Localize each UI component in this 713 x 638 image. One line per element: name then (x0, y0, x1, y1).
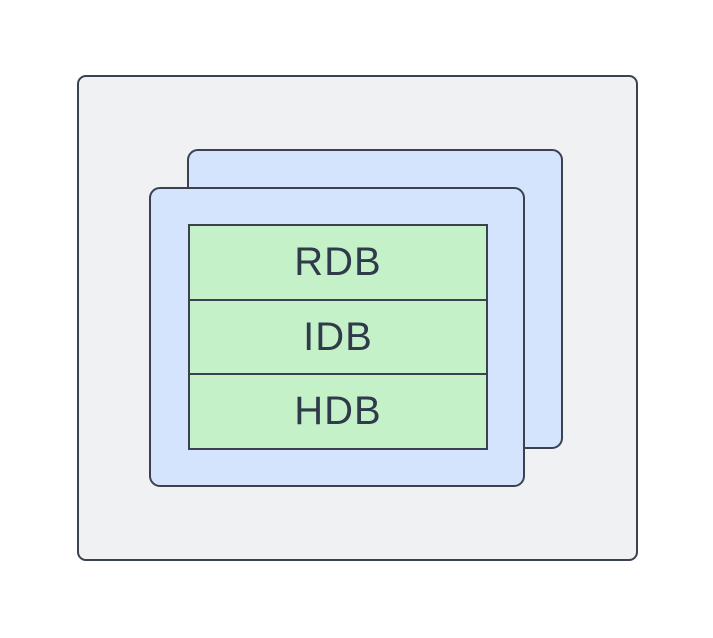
db-stack-row-idb: IDB (190, 298, 486, 374)
db-stack-row-hdb: HDB (190, 373, 486, 448)
db-stack-row-rdb: RDB (294, 239, 382, 284)
db-stack: RDB IDB HDB (188, 224, 488, 450)
